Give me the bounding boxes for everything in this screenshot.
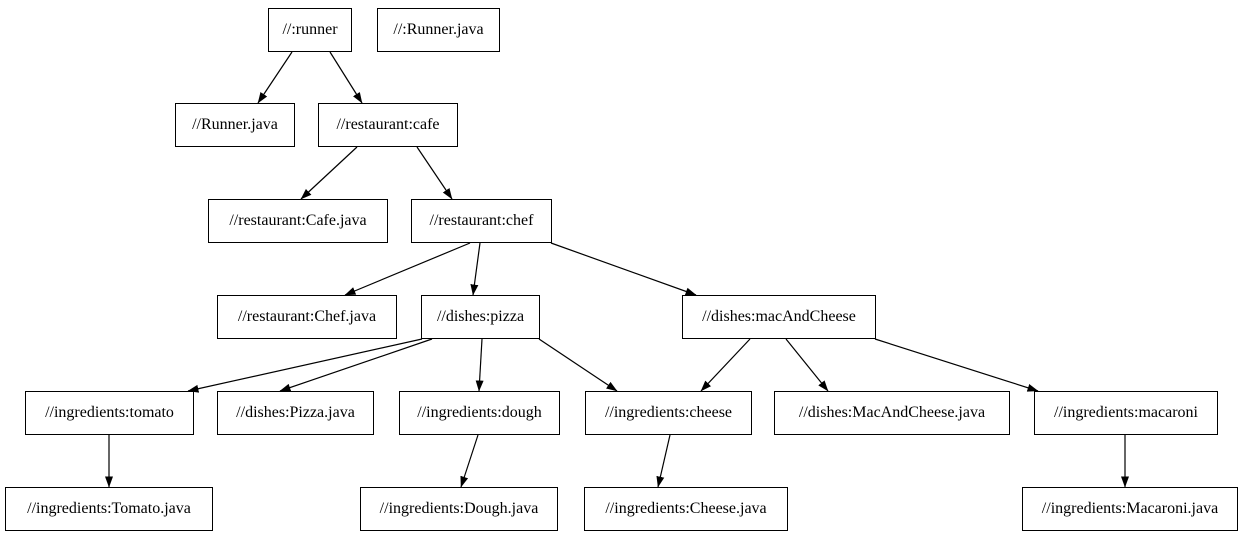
graph-node-label-pizza: //dishes:pizza xyxy=(436,308,525,325)
edge-pizza-to-cheese xyxy=(538,338,618,392)
graph-node-label-cheese_java: //ingredients:Cheese.java xyxy=(605,500,767,517)
graph-node-label-pizza_java: //dishes:Pizza.java xyxy=(236,404,355,421)
edge-pizza-to-tomato xyxy=(187,338,423,393)
edge-macandcheese-to-cheese xyxy=(700,338,751,392)
graph-node-tomato: //ingredients:tomato xyxy=(25,391,194,435)
graph-node-runner: //:runner xyxy=(268,8,352,52)
graph-node-cheese_java: //ingredients:Cheese.java xyxy=(584,487,788,531)
graph-node-label-runner_java: //Runner.java xyxy=(192,116,278,133)
graph-node-label-chef_java: //restaurant:Chef.java xyxy=(237,308,377,325)
graph-node-label-cafe: //restaurant:cafe xyxy=(336,116,440,133)
graph-node-label-runner: //:runner xyxy=(282,21,338,38)
graph-node-label-cafe_java: //restaurant:Cafe.java xyxy=(229,212,367,229)
edge-macandcheese-to-macaroni xyxy=(874,338,1039,392)
graph-node-label-dough: //ingredients:dough xyxy=(417,404,542,421)
edge-chef-to-chef_java xyxy=(344,242,471,296)
graph-node-label-chef: //restaurant:chef xyxy=(429,212,534,229)
edge-runner-to-cafe xyxy=(329,51,363,104)
edge-cafe-to-cafe_java xyxy=(300,146,358,200)
graph-node-pizza: //dishes:pizza xyxy=(421,295,540,339)
edges-group xyxy=(105,51,1129,488)
graph-node-dough: //ingredients:dough xyxy=(399,391,560,435)
edge-pizza-to-dough xyxy=(475,338,484,392)
graph-node-chef: //restaurant:chef xyxy=(411,199,552,243)
graph-node-label-tomato_java: //ingredients:Tomato.java xyxy=(27,500,191,517)
graph-node-label-macandcheese: //dishes:macAndCheese xyxy=(702,308,856,325)
graph-node-label-cheese: //ingredients:cheese xyxy=(604,404,733,421)
graph-node-dough_java: //ingredients:Dough.java xyxy=(360,487,558,531)
graph-node-label-macaroni: //ingredients:macaroni xyxy=(1054,404,1198,421)
graph-node-macandcheese: //dishes:macAndCheese xyxy=(682,295,876,339)
graph-node-tomato_java: //ingredients:Tomato.java xyxy=(5,487,213,531)
edge-macandcheese-to-macandcheese_java xyxy=(785,338,829,392)
graph-node-cafe: //restaurant:cafe xyxy=(318,103,458,147)
edge-cheese-to-cheese_java xyxy=(656,434,671,488)
edge-chef-to-pizza xyxy=(470,242,481,296)
graph-node-macandcheese_java: //dishes:MacAndCheese.java xyxy=(774,391,1010,435)
graph-node-runner_java: //Runner.java xyxy=(175,103,295,147)
graph-node-macaroni_java: //ingredients:Macaroni.java xyxy=(1022,487,1238,531)
edge-chef-to-macandcheese xyxy=(550,242,697,296)
graph-node-pizza_java: //dishes:Pizza.java xyxy=(217,391,374,435)
graph-node-label-macaroni_java: //ingredients:Macaroni.java xyxy=(1041,500,1219,517)
graph-node-macaroni: //ingredients:macaroni xyxy=(1034,391,1218,435)
edge-runner-to-runner_java xyxy=(257,51,293,104)
graph-node-label-runner_java_src: //:Runner.java xyxy=(393,21,484,38)
graph-node-label-tomato: //ingredients:tomato xyxy=(45,404,174,421)
graph-node-chef_java: //restaurant:Chef.java xyxy=(217,295,397,339)
graph-node-label-macandcheese_java: //dishes:MacAndCheese.java xyxy=(798,404,986,421)
graph-node-runner_java_src: //:Runner.java xyxy=(377,8,500,52)
graph-node-cafe_java: //restaurant:Cafe.java xyxy=(208,199,388,243)
graph-node-label-dough_java: //ingredients:Dough.java xyxy=(379,500,539,517)
edge-cafe-to-chef xyxy=(416,146,453,200)
edge-pizza-to-pizza_java xyxy=(279,338,433,392)
graph-node-cheese: //ingredients:cheese xyxy=(585,391,752,435)
edge-dough-to-dough_java xyxy=(460,434,479,488)
